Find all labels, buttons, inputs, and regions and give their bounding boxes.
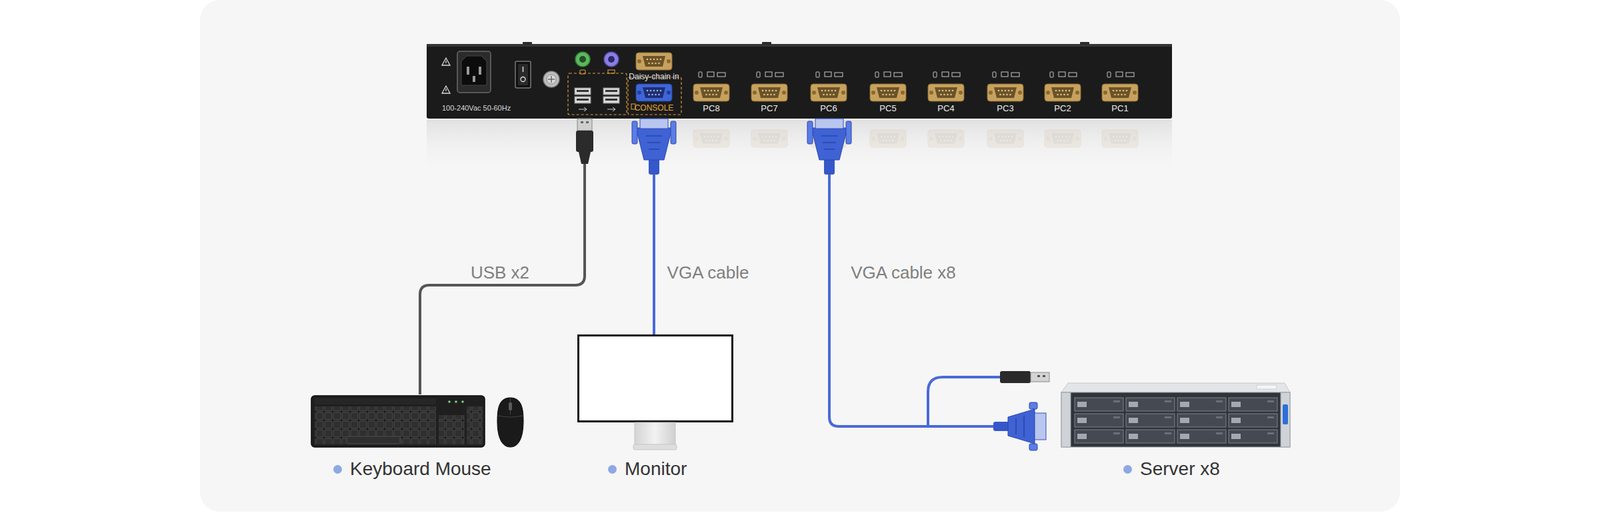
caption-row: Server x8 <box>1123 458 1220 480</box>
usb-branch-wire <box>928 377 1002 427</box>
monitor-art <box>578 336 733 451</box>
pc-ports <box>693 72 1138 102</box>
keyboard-mouse-art <box>311 396 524 448</box>
server-usb-plug <box>1000 371 1050 384</box>
port-group-outline <box>568 73 682 115</box>
usb-plug <box>576 118 594 164</box>
cable-label: VGA cable x8 <box>850 264 956 282</box>
port-label: PC2 <box>1054 104 1071 113</box>
ps2-ports <box>575 52 619 74</box>
port-label: CONSOLE <box>634 104 674 112</box>
caption-row: Keyboard Mouse <box>333 458 492 480</box>
caption-dot <box>1123 465 1132 474</box>
cable-label: VGA cable <box>667 264 750 282</box>
usb-ports <box>574 88 620 112</box>
node-caption: Keyboard Mouse <box>350 458 492 480</box>
port-label: PC4 <box>937 104 954 113</box>
ground-screw <box>543 71 560 88</box>
port-label: PC1 <box>1111 104 1128 113</box>
port-label: PC3 <box>996 104 1014 113</box>
port-label: PC7 <box>760 104 778 113</box>
kvm-rear-panel <box>426 42 1172 119</box>
port-label: PC8 <box>702 104 720 113</box>
node-caption: Server x8 <box>1140 458 1220 480</box>
port-label: PC6 <box>820 104 837 113</box>
caption-row: Monitor <box>608 458 687 480</box>
kvm-switch: Daisy-chain in 100-240Vac 50-60Hz CONSOLE P… <box>426 44 1172 119</box>
cable-label: USB x2 <box>470 264 530 282</box>
server-vga-plug <box>993 402 1046 451</box>
usb-cable <box>420 118 585 395</box>
power-socket <box>457 51 491 93</box>
monitor: Monitor <box>573 334 740 480</box>
caption-dot <box>608 465 617 474</box>
power-rating: 100-240Vac 50-60Hz <box>442 104 511 112</box>
power-switch <box>515 61 531 88</box>
device-reflection <box>426 120 1172 174</box>
port-label: PC5 <box>879 104 896 113</box>
caption-dot <box>333 465 342 474</box>
vga-cable-bundle <box>829 118 994 427</box>
keyboard-mouse: Keyboard Mouse <box>306 394 527 482</box>
node-caption: Monitor <box>624 458 687 480</box>
port-label: Daisy-chain in <box>628 72 679 81</box>
server-art <box>1061 383 1290 448</box>
warning-symbol <box>442 58 450 94</box>
